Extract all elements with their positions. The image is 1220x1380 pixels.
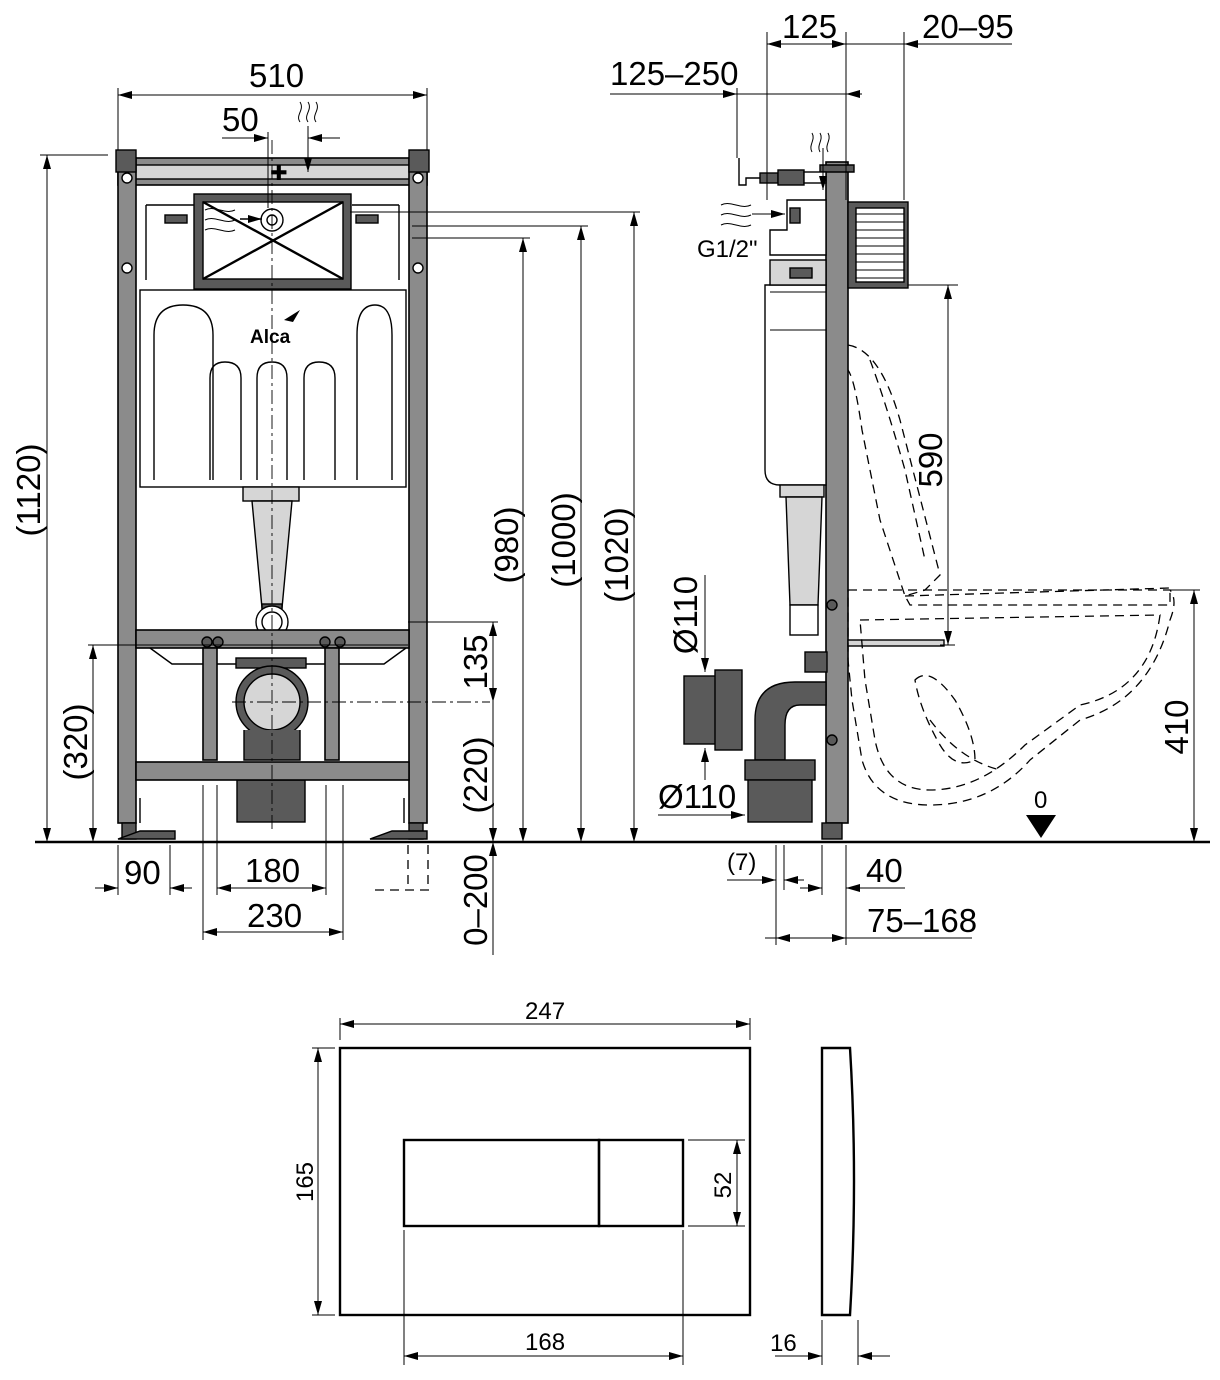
- dia-110-top: Ø110: [667, 576, 704, 654]
- dim-125: 125: [782, 8, 837, 45]
- cistern-side: [769, 199, 827, 256]
- dim-40: 40: [866, 852, 903, 889]
- side-view: G1/2" Ø110 Ø110: [658, 132, 1175, 840]
- front-view-dimensions: 510 50 (1120) (980) (1000) (1020) 135 (2…: [10, 57, 640, 955]
- side-view-dimensions: 125 20–95 125–250 590 410 (7) 40: [610, 8, 1200, 945]
- dim-125-250: 125–250: [610, 55, 738, 92]
- dim-plate-width: 247: [525, 998, 565, 1025]
- dim-75-168: 75–168: [867, 902, 977, 939]
- brand-logo: Alca: [250, 327, 291, 348]
- bird-icon: [284, 310, 300, 322]
- water-inlet-symbol: [298, 101, 318, 123]
- dim-0-200: 0–200: [457, 854, 494, 946]
- toilet-bowl-outline: [847, 589, 1175, 806]
- dim-offset-top: 50: [222, 101, 259, 138]
- flush-plate-view: [338, 1046, 856, 1317]
- dim-20-95: 20–95: [922, 8, 1014, 45]
- thread-size: G1/2": [697, 236, 758, 263]
- dim-410: 410: [1158, 699, 1195, 754]
- frame-right-post: [408, 157, 428, 824]
- dim-height-1020: (1020): [598, 507, 635, 602]
- dim-230: 230: [247, 897, 302, 934]
- flush-plate: [338, 1046, 752, 1317]
- dia-110-bottom: Ø110: [658, 778, 736, 815]
- dim-180: 180: [245, 852, 300, 889]
- drain-elbow: [754, 681, 827, 761]
- dim-width-total: 510: [249, 57, 304, 94]
- flush-button-small: [597, 1138, 685, 1228]
- side-frame-post: [825, 161, 849, 824]
- frame-left-post: [117, 157, 137, 824]
- dim-plate-depth: 16: [770, 1330, 797, 1357]
- dim-height-overall: (1120): [10, 444, 47, 537]
- dim-7: (7): [727, 849, 756, 876]
- dim-button-width: 168: [525, 1329, 565, 1356]
- dim-590: 590: [912, 432, 949, 487]
- flush-plate-dimensions: 247 165 52 168 16: [292, 998, 890, 1365]
- dim-90: 90: [124, 854, 161, 891]
- dim-plate-height: 165: [292, 1162, 319, 1202]
- plus-mark: ✚: [270, 162, 288, 185]
- dim-320: (320): [57, 703, 94, 780]
- dim-220: (220): [457, 736, 494, 813]
- flush-button-large: [402, 1138, 601, 1228]
- flush-plate-profile: [820, 1046, 856, 1317]
- dim-button-height: 52: [710, 1172, 737, 1199]
- floor-zero: 0: [1034, 787, 1047, 814]
- cistern: [139, 289, 407, 488]
- front-view: ✚ Alca: [115, 140, 490, 840]
- dim-height-980: (980): [488, 506, 525, 583]
- dim-height-1000: (1000): [545, 492, 582, 587]
- dim-135: 135: [457, 634, 494, 689]
- water-inlet-side-symbol: [720, 203, 752, 227]
- toilet-lid-outline: [847, 344, 941, 597]
